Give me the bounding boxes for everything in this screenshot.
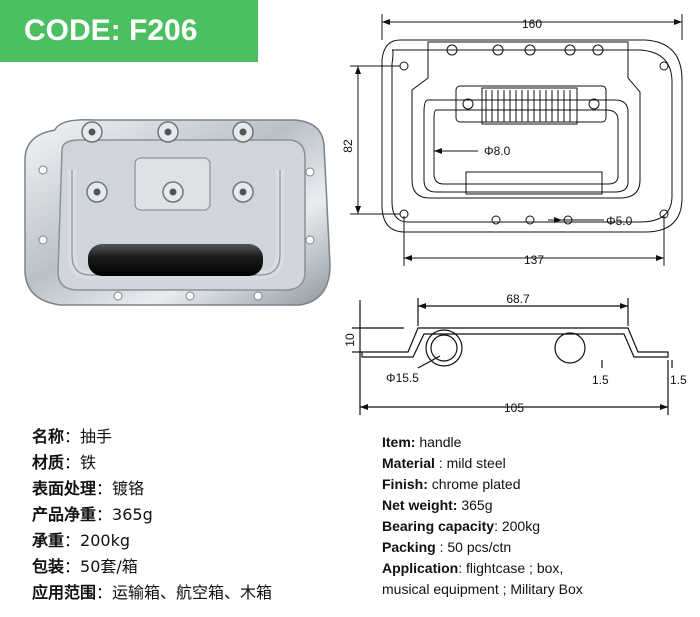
side-view-profile	[361, 327, 669, 358]
spec-row: Material : mild steel	[382, 455, 506, 471]
dim-thickness-right: 1.5	[670, 373, 687, 387]
top-view-grip	[465, 171, 603, 195]
spec-row: 产品净重：365g	[32, 505, 153, 524]
dim-hole-spacing: 137	[524, 253, 544, 267]
dim-tube-diameter: Φ15.5	[386, 371, 419, 385]
dim-width: 160	[522, 17, 542, 31]
spec-row: 材质：铁	[32, 453, 97, 472]
spec-row: Finish: chrome plated	[382, 476, 521, 492]
top-view-plate	[381, 39, 683, 233]
rubber-grip	[88, 244, 263, 276]
specs-english: Item: handle Material : mild steel Finis…	[382, 432, 583, 600]
top-view-recess	[411, 41, 641, 199]
dim-depth: 10	[343, 333, 357, 347]
spec-row: Bearing capacity: 200kg	[382, 518, 540, 534]
dim-inner-width: 68.7	[506, 292, 530, 306]
dim-height: 82	[341, 139, 355, 153]
spec-row: Net weight: 365g	[382, 497, 493, 513]
spec-row: 表面处理：镀铬	[32, 479, 145, 498]
spec-row: 包装：50套/箱	[32, 557, 138, 576]
spec-row: 承重：200kg	[32, 531, 130, 550]
spec-row: musical equipment ; Military Box	[382, 581, 583, 597]
spec-row: Packing : 50 pcs/ctn	[382, 539, 512, 555]
dim-grip-diameter: Φ8.0	[484, 144, 511, 158]
spec-row: Item: handle	[382, 434, 462, 450]
dim-thickness-left: 1.5	[592, 373, 609, 387]
product-code-banner: CODE: F206	[0, 0, 258, 62]
spec-row: 名称：抽手	[32, 427, 113, 446]
spec-row: Application: flightcase ; box,	[382, 560, 564, 576]
spec-row: 应用范围：运输箱、航空箱、木箱	[32, 583, 273, 602]
top-view-spring	[485, 90, 571, 122]
specs-chinese: 名称：抽手 材质：铁 表面处理：镀铬 产品净重：365g 承重：200kg 包装…	[32, 424, 272, 606]
dim-total-width: 105	[504, 401, 524, 415]
dim-hole-diameter: Φ5.0	[606, 214, 633, 228]
